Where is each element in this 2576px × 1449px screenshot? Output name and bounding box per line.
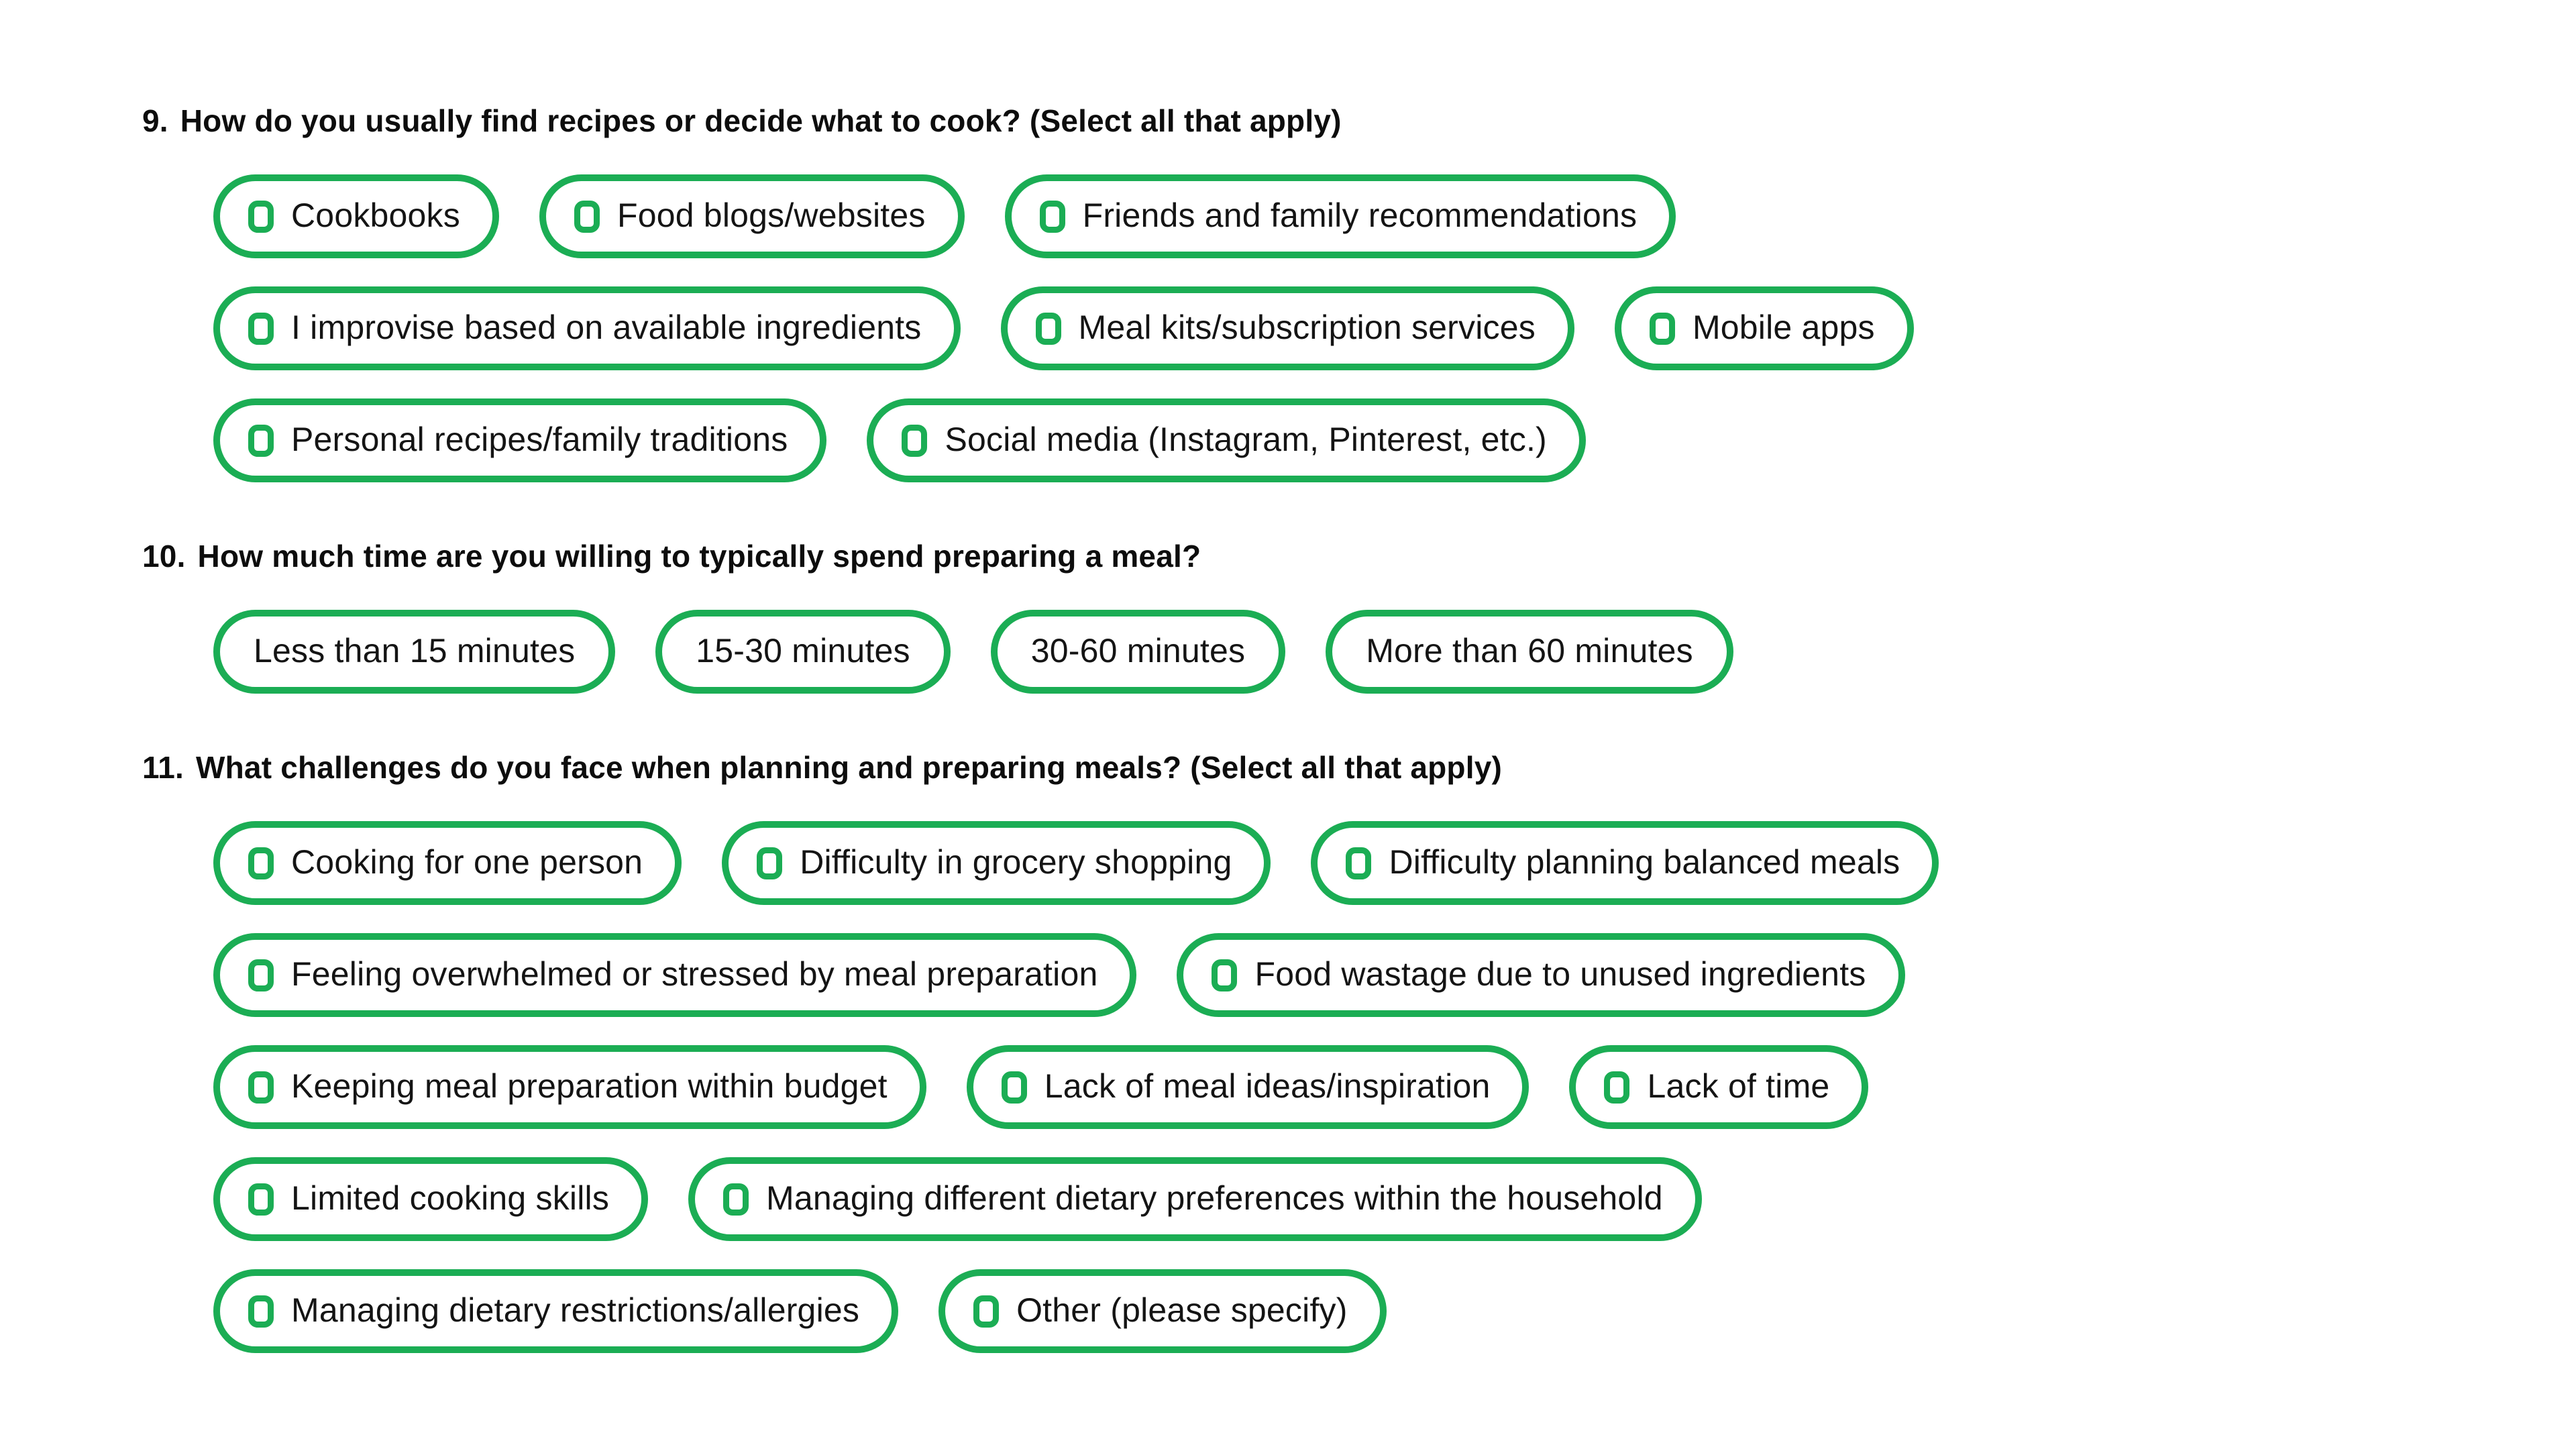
question-10-text: How much time are you willing to typical… xyxy=(197,539,1201,574)
checkbox-icon xyxy=(248,847,274,879)
checkbox-icon xyxy=(574,200,600,233)
question-11: 11. What challenges do you face when pla… xyxy=(142,747,2522,1353)
option-pill-30-60-minutes[interactable]: 30-60 minutes xyxy=(990,610,1286,694)
option-pill-other-please-specify[interactable]: Other (please specify) xyxy=(938,1269,1387,1353)
checkbox-icon xyxy=(1649,312,1675,345)
checkbox-icon xyxy=(248,424,274,457)
option-label: Difficulty planning balanced meals xyxy=(1389,843,1900,881)
options-row: Limited cooking skills Managing differen… xyxy=(213,1157,2522,1241)
question-11-text: What challenges do you face when plannin… xyxy=(196,750,1503,785)
option-pill-mobile-apps[interactable]: Mobile apps xyxy=(1614,286,1914,370)
checkbox-icon xyxy=(248,1295,274,1328)
option-label: Personal recipes/family traditions xyxy=(291,420,788,458)
option-pill-food-wastage-unused-ingredients[interactable]: Food wastage due to unused ingredients xyxy=(1177,933,1905,1017)
options-row: Cookbooks Food blogs/websites Friends an… xyxy=(213,174,2522,258)
option-pill-keeping-meal-prep-within-budget[interactable]: Keeping meal preparation within budget xyxy=(213,1045,926,1129)
option-label: 30-60 minutes xyxy=(1030,631,1246,669)
checkbox-icon xyxy=(723,1183,749,1216)
checkbox-icon xyxy=(757,847,783,879)
option-pill-more-than-60-minutes[interactable]: More than 60 minutes xyxy=(1326,610,1733,694)
option-pill-less-than-15-minutes[interactable]: Less than 15 minutes xyxy=(213,610,616,694)
option-label: Lack of meal ideas/inspiration xyxy=(1044,1067,1491,1105)
option-label: Social media (Instagram, Pinterest, etc.… xyxy=(945,420,1547,458)
option-pill-feeling-overwhelmed-stressed[interactable]: Feeling overwhelmed or stressed by meal … xyxy=(213,933,1137,1017)
options-row: Less than 15 minutes 15-30 minutes 30-60… xyxy=(213,610,2522,694)
option-pill-friends-family-recommendations[interactable]: Friends and family recommendations xyxy=(1004,174,1676,258)
checkbox-icon xyxy=(248,1071,274,1104)
option-pill-limited-cooking-skills[interactable]: Limited cooking skills xyxy=(213,1157,649,1241)
options-row: Managing dietary restrictions/allergies … xyxy=(213,1269,2522,1353)
checkbox-icon xyxy=(1346,847,1372,879)
question-9-text: How do you usually find recipes or decid… xyxy=(180,103,1342,138)
option-label: Friends and family recommendations xyxy=(1082,196,1638,234)
survey-page: 9. How do you usually find recipes or de… xyxy=(142,101,2522,1353)
question-11-heading: 11. What challenges do you face when pla… xyxy=(142,747,2522,788)
checkbox-icon xyxy=(1001,1071,1027,1104)
checkbox-icon xyxy=(902,424,928,457)
option-pill-15-30-minutes[interactable]: 15-30 minutes xyxy=(655,610,951,694)
question-10-number: 10. xyxy=(142,539,186,574)
option-label: Difficulty in grocery shopping xyxy=(800,843,1232,881)
question-9-number: 9. xyxy=(142,103,168,138)
option-pill-difficulty-grocery-shopping[interactable]: Difficulty in grocery shopping xyxy=(722,821,1271,905)
checkbox-icon xyxy=(973,1295,1000,1328)
option-label: Lack of time xyxy=(1647,1067,1830,1105)
checkbox-icon xyxy=(1212,959,1238,991)
option-pill-lack-of-meal-ideas-inspiration[interactable]: Lack of meal ideas/inspiration xyxy=(966,1045,1529,1129)
options-row: Keeping meal preparation within budget L… xyxy=(213,1045,2522,1129)
option-pill-cookbooks[interactable]: Cookbooks xyxy=(213,174,499,258)
option-label: Limited cooking skills xyxy=(291,1179,610,1217)
option-label: Other (please specify) xyxy=(1016,1291,1348,1329)
option-label: Cooking for one person xyxy=(291,843,643,881)
option-pill-lack-of-time[interactable]: Lack of time xyxy=(1569,1045,1869,1129)
option-pill-managing-dietary-restrictions-allergies[interactable]: Managing dietary restrictions/allergies xyxy=(213,1269,899,1353)
option-pill-social-media[interactable]: Social media (Instagram, Pinterest, etc.… xyxy=(867,398,1586,482)
options-row: Personal recipes/family traditions Socia… xyxy=(213,398,2522,482)
checkbox-icon xyxy=(1604,1071,1630,1104)
option-label: 15-30 minutes xyxy=(696,631,910,669)
question-11-options: Cooking for one person Difficulty in gro… xyxy=(213,821,2522,1353)
option-pill-personal-recipes-family-traditions[interactable]: Personal recipes/family traditions xyxy=(213,398,827,482)
checkbox-icon xyxy=(1035,312,1061,345)
options-row: I improvise based on available ingredien… xyxy=(213,286,2522,370)
option-label: Food wastage due to unused ingredients xyxy=(1254,955,1866,993)
question-10-options: Less than 15 minutes 15-30 minutes 30-60… xyxy=(213,610,2522,694)
question-10-heading: 10. How much time are you willing to typ… xyxy=(142,536,2522,576)
option-pill-difficulty-planning-balanced-meals[interactable]: Difficulty planning balanced meals xyxy=(1311,821,1939,905)
option-label: I improvise based on available ingredien… xyxy=(291,308,922,346)
option-pill-cooking-for-one-person[interactable]: Cooking for one person xyxy=(213,821,682,905)
options-row: Feeling overwhelmed or stressed by meal … xyxy=(213,933,2522,1017)
option-label: Cookbooks xyxy=(291,196,460,234)
question-10: 10. How much time are you willing to typ… xyxy=(142,536,2522,694)
option-label: Meal kits/subscription services xyxy=(1078,308,1536,346)
question-11-number: 11. xyxy=(142,750,184,785)
option-label: Food blogs/websites xyxy=(616,196,926,234)
option-pill-food-blogs-websites[interactable]: Food blogs/websites xyxy=(539,174,965,258)
option-label: Less than 15 minutes xyxy=(254,631,576,669)
option-label: More than 60 minutes xyxy=(1366,631,1693,669)
option-label: Feeling overwhelmed or stressed by meal … xyxy=(291,955,1098,993)
option-label: Managing dietary restrictions/allergies xyxy=(291,1291,860,1329)
option-label: Keeping meal preparation within budget xyxy=(291,1067,888,1105)
option-label: Mobile apps xyxy=(1692,308,1875,346)
question-9: 9. How do you usually find recipes or de… xyxy=(142,101,2522,482)
option-pill-improvise-available-ingredients[interactable]: I improvise based on available ingredien… xyxy=(213,286,961,370)
option-pill-managing-different-dietary-preferences[interactable]: Managing different dietary preferences w… xyxy=(688,1157,1702,1241)
checkbox-icon xyxy=(248,200,274,233)
checkbox-icon xyxy=(248,959,274,991)
question-9-heading: 9. How do you usually find recipes or de… xyxy=(142,101,2522,141)
checkbox-icon xyxy=(248,312,274,345)
question-9-options: Cookbooks Food blogs/websites Friends an… xyxy=(213,174,2522,482)
option-pill-meal-kits-subscription-services[interactable]: Meal kits/subscription services xyxy=(1000,286,1574,370)
checkbox-icon xyxy=(1039,200,1065,233)
options-row: Cooking for one person Difficulty in gro… xyxy=(213,821,2522,905)
option-label: Managing different dietary preferences w… xyxy=(766,1179,1663,1217)
checkbox-icon xyxy=(248,1183,274,1216)
